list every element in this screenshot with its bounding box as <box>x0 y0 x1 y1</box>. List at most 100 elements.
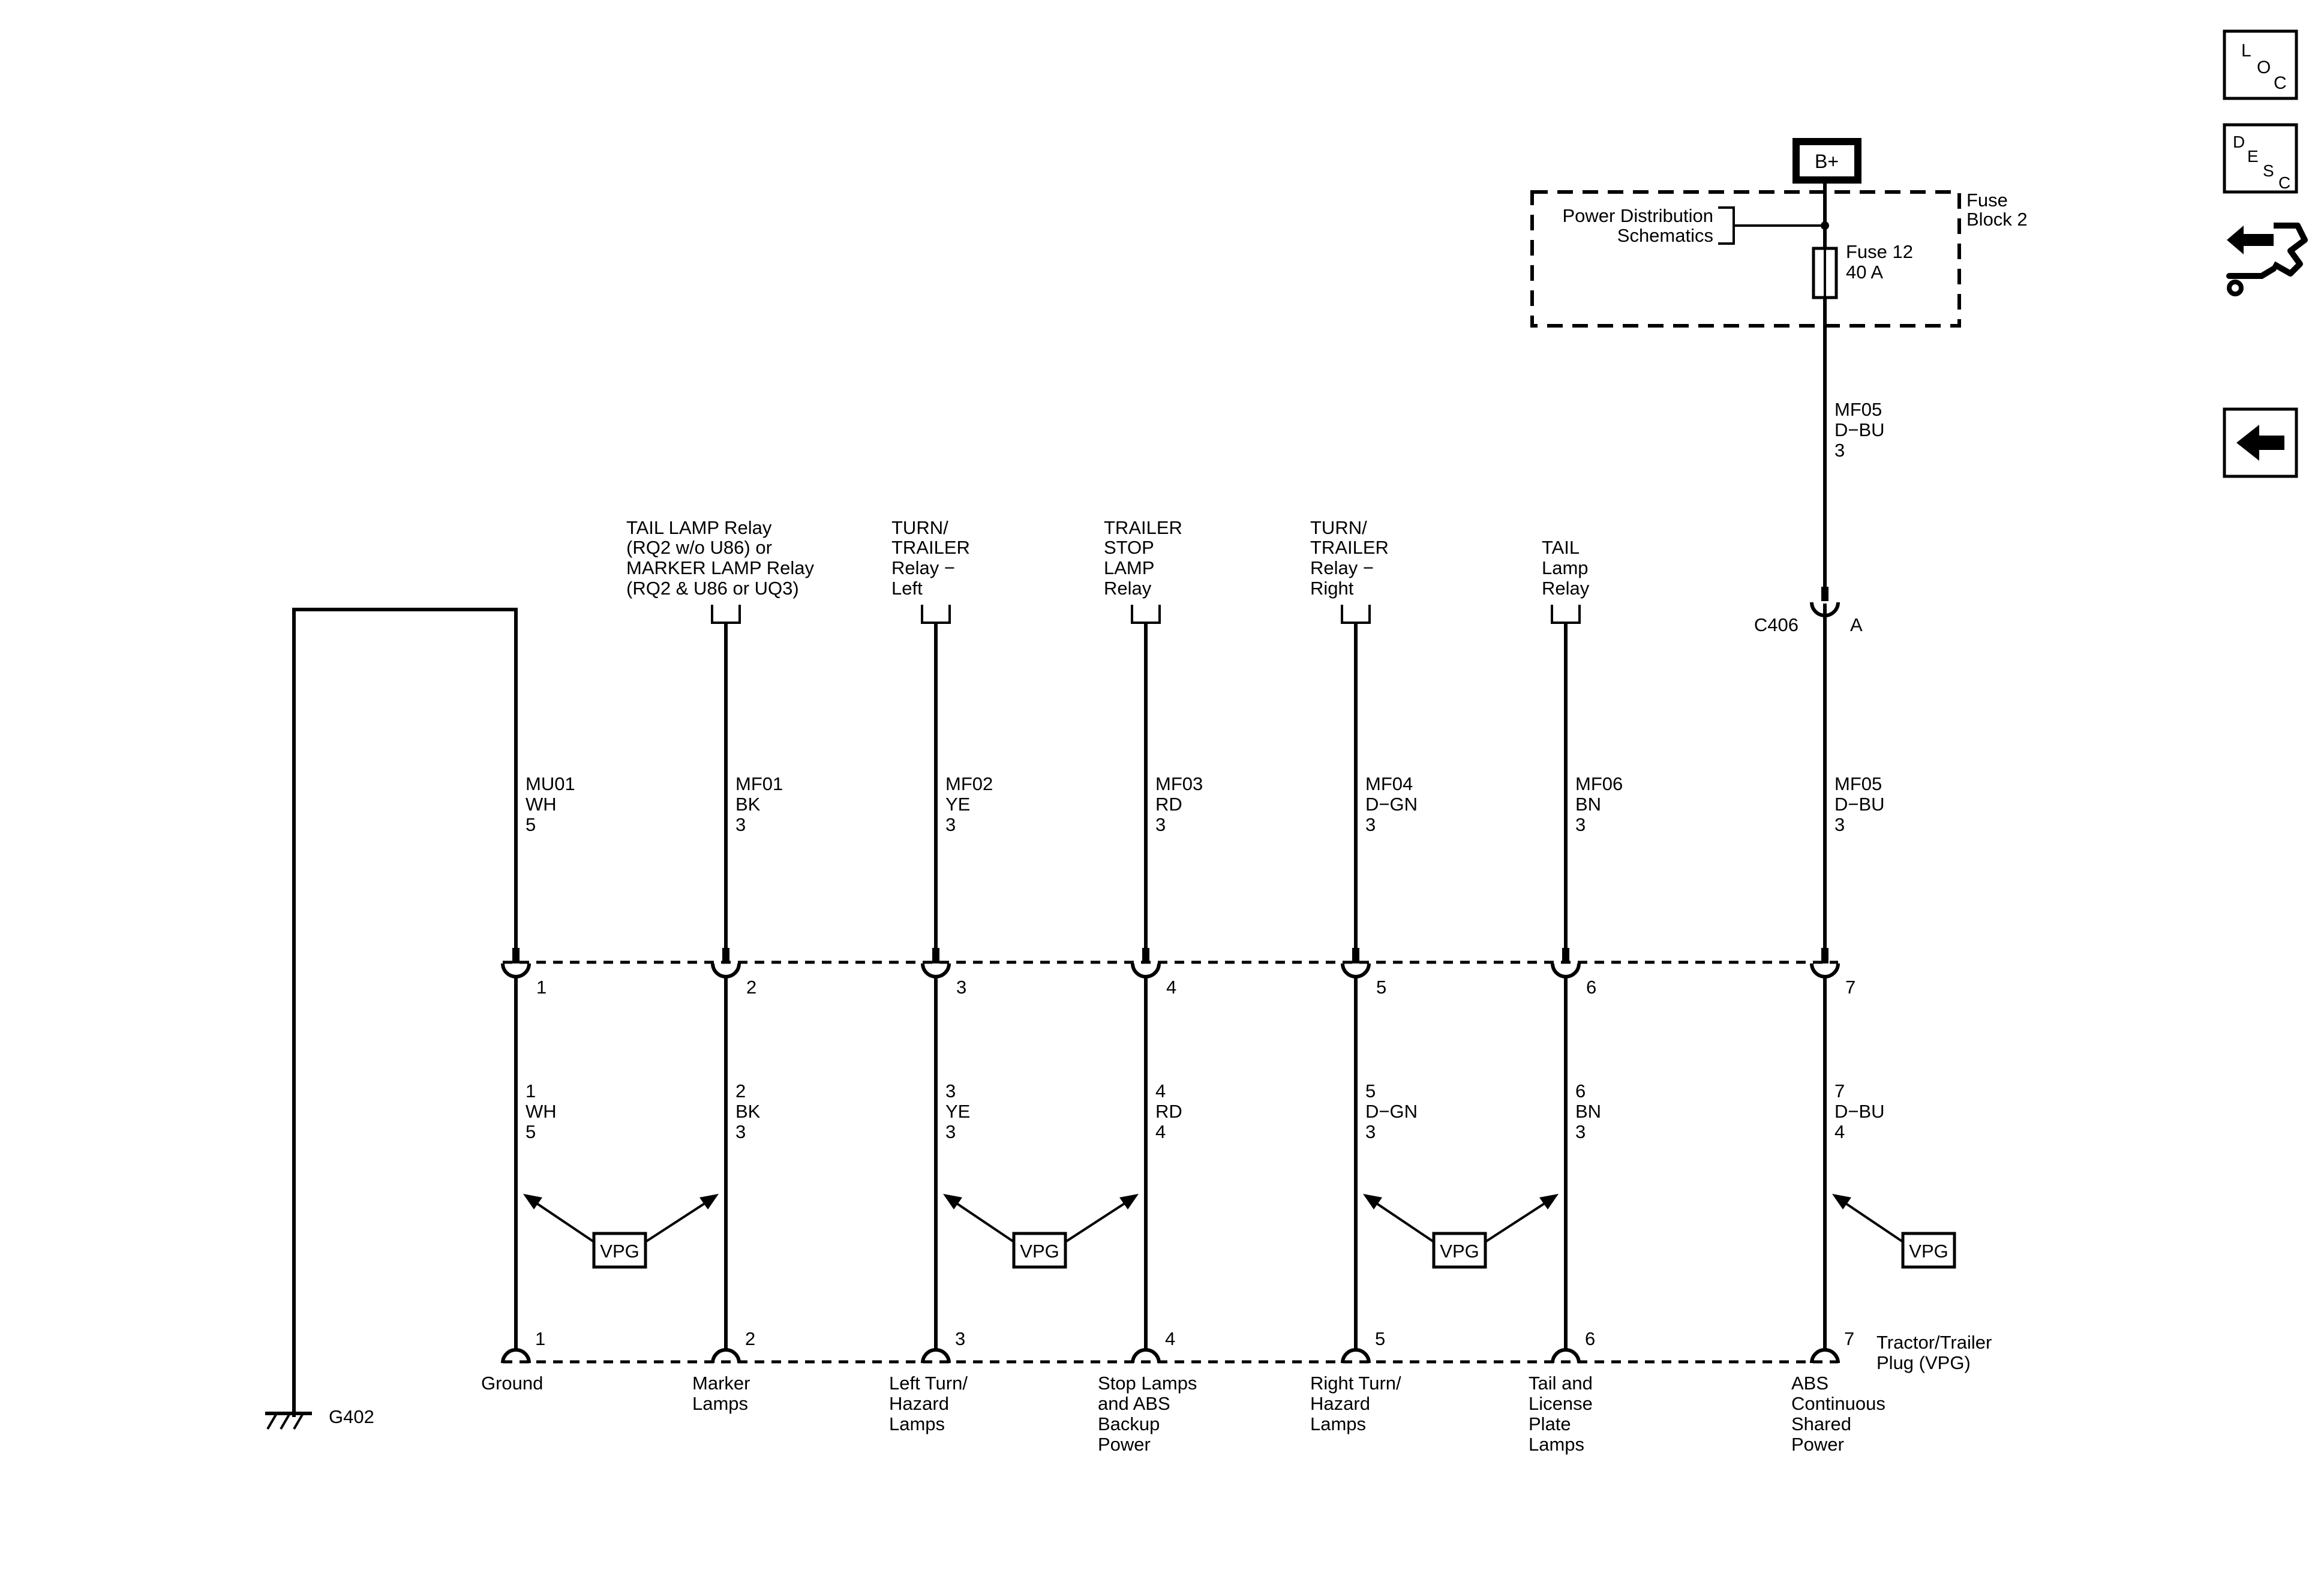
source-line: LAMP <box>1104 557 1154 578</box>
vpg-label: VPG <box>1020 1241 1059 1262</box>
loc-button[interactable]: L O C <box>2223 29 2298 100</box>
circuit-color: D−GN <box>1365 794 1418 815</box>
circuit-id: 5 <box>1365 1080 1376 1101</box>
fuse-block-label-1: Fuse <box>1966 190 2008 211</box>
source-line: TAIL <box>1542 537 1580 558</box>
feed-circuit-gauge: 3 <box>1834 440 1845 461</box>
circuit-color: D−GN <box>1365 1101 1418 1122</box>
relay-terminal <box>1131 605 1161 624</box>
function-labels: Ground Marker Lamps Left Turn/ Hazard La… <box>481 1373 1885 1455</box>
function-line: and ABS <box>1098 1393 1170 1414</box>
ground-name: G402 <box>329 1406 374 1427</box>
plug-name: Plug (VPG) <box>1876 1352 1971 1373</box>
harness-connector-pins <box>501 948 1840 978</box>
ground-symbol-hatch <box>280 1413 290 1430</box>
circuit-gauge: 3 <box>1155 814 1166 835</box>
back-arrow-icon[interactable] <box>2223 407 2298 478</box>
vpg-arrowhead <box>523 1194 542 1209</box>
source-line: Relay − <box>1310 557 1374 578</box>
relay-terminal <box>711 605 741 624</box>
source-line: TAIL LAMP Relay <box>626 517 772 538</box>
lower-wires <box>514 978 1827 1349</box>
source-line: (RQ2 & U86 or UQ3) <box>626 578 799 599</box>
ground-section: G402 <box>265 608 518 1430</box>
circuit-color: YE <box>945 794 970 815</box>
connector-cup <box>1551 963 1581 978</box>
plug-terminal <box>501 1348 531 1364</box>
plug-terminal <box>921 1348 951 1364</box>
ground-symbol-hatch <box>266 1413 277 1430</box>
connector-pin-number: 7 <box>1845 977 1855 998</box>
circuit-gauge: 3 <box>1365 1121 1376 1142</box>
function-line: Left Turn/ <box>889 1373 968 1394</box>
circuit-gauge: 3 <box>735 1121 746 1142</box>
circuit-id: 1 <box>526 1080 536 1101</box>
circuit-color: WH <box>526 1101 557 1122</box>
vpg-box <box>1901 1232 1956 1269</box>
vpg-arrowhead <box>1832 1194 1851 1209</box>
upper-wires <box>724 604 1827 954</box>
vpg-leader <box>1484 1196 1555 1243</box>
circuit-gauge: 5 <box>526 814 536 835</box>
connector-end-view-icon[interactable] <box>2226 223 2308 296</box>
circuit-color: BN <box>1575 794 1601 815</box>
plug-circuit-labels: 1 WH 5 2 BK 3 3 YE 3 4 RD 4 5 D−GN 3 6 B… <box>526 1080 1885 1142</box>
vpg-arrowhead <box>1363 1194 1382 1209</box>
function-line: Shared <box>1791 1413 1851 1434</box>
plug-terminal <box>1551 1348 1581 1364</box>
circuit-gauge: 3 <box>1575 814 1586 835</box>
circuit-color: RD <box>1155 794 1182 815</box>
plug-pin-number: 5 <box>1375 1328 1385 1349</box>
circuit-color: BK <box>735 1101 761 1122</box>
power-section: B+ Fuse Block 2 Power Distribution Schem… <box>1530 138 2028 635</box>
source-line: TRAILER <box>891 537 970 558</box>
function-line: License <box>1529 1393 1593 1414</box>
connector-cup <box>921 963 951 978</box>
desc-button[interactable]: D E S C <box>2223 123 2298 194</box>
plug-name: Tractor/Trailer <box>1876 1332 1992 1353</box>
circuit-id: 7 <box>1834 1080 1845 1101</box>
vpg-label: VPG <box>1440 1241 1479 1262</box>
pds-bracket <box>1718 206 1735 245</box>
circuit-gauge: 4 <box>1834 1121 1845 1142</box>
connector-pin <box>932 948 939 963</box>
function-line: Lamps <box>889 1413 945 1434</box>
source-labels: TAIL LAMP Relay (RQ2 w/o U86) or MARKER … <box>626 517 1590 599</box>
connector-pin-number: 2 <box>746 977 756 998</box>
circuit-id: MF04 <box>1365 773 1413 794</box>
vpg-box <box>1012 1232 1067 1269</box>
vpg-leader <box>1836 1196 1904 1243</box>
circuit-color: D−BU <box>1834 794 1885 815</box>
function-line: Stop Lamps <box>1098 1373 1197 1394</box>
connector-cup <box>1810 963 1840 978</box>
source-line: TRAILER <box>1310 537 1389 558</box>
plug-terminal <box>1810 1348 1840 1364</box>
plug-terminal <box>1341 1348 1371 1364</box>
plug-pin-number: 7 <box>1844 1328 1854 1349</box>
source-tail-lamp-relay: TAIL Lamp Relay <box>1542 537 1590 599</box>
plug-terminal <box>711 1348 741 1364</box>
connector-pin <box>722 948 729 963</box>
fuse-block-outline <box>1530 190 1961 328</box>
loc-letter: C <box>2274 73 2287 93</box>
plug-pin-number: 1 <box>535 1328 545 1349</box>
connector-pin <box>1562 948 1569 963</box>
vpg-leader <box>527 1196 595 1243</box>
connector-cup <box>711 963 741 978</box>
c406-pin <box>1821 587 1828 601</box>
function-line: Lamps <box>692 1393 748 1414</box>
source-line: TURN/ <box>891 517 948 538</box>
circuit-id: MF01 <box>735 773 783 794</box>
function-line: Continuous <box>1791 1393 1885 1414</box>
circuit-id: MU01 <box>526 773 575 794</box>
relay-terminal <box>921 605 951 624</box>
vpg-label: VPG <box>600 1241 639 1262</box>
source-turn-trailer-relay-left: TURN/ TRAILER Relay − Left <box>891 517 970 599</box>
circuit-color: D−BU <box>1834 1101 1885 1122</box>
connector-pin <box>1352 948 1359 963</box>
function-line: Lamps <box>1529 1434 1584 1455</box>
battery-box <box>1792 138 1861 184</box>
circuit-id: 3 <box>945 1080 956 1101</box>
ground-wire <box>292 608 518 1417</box>
